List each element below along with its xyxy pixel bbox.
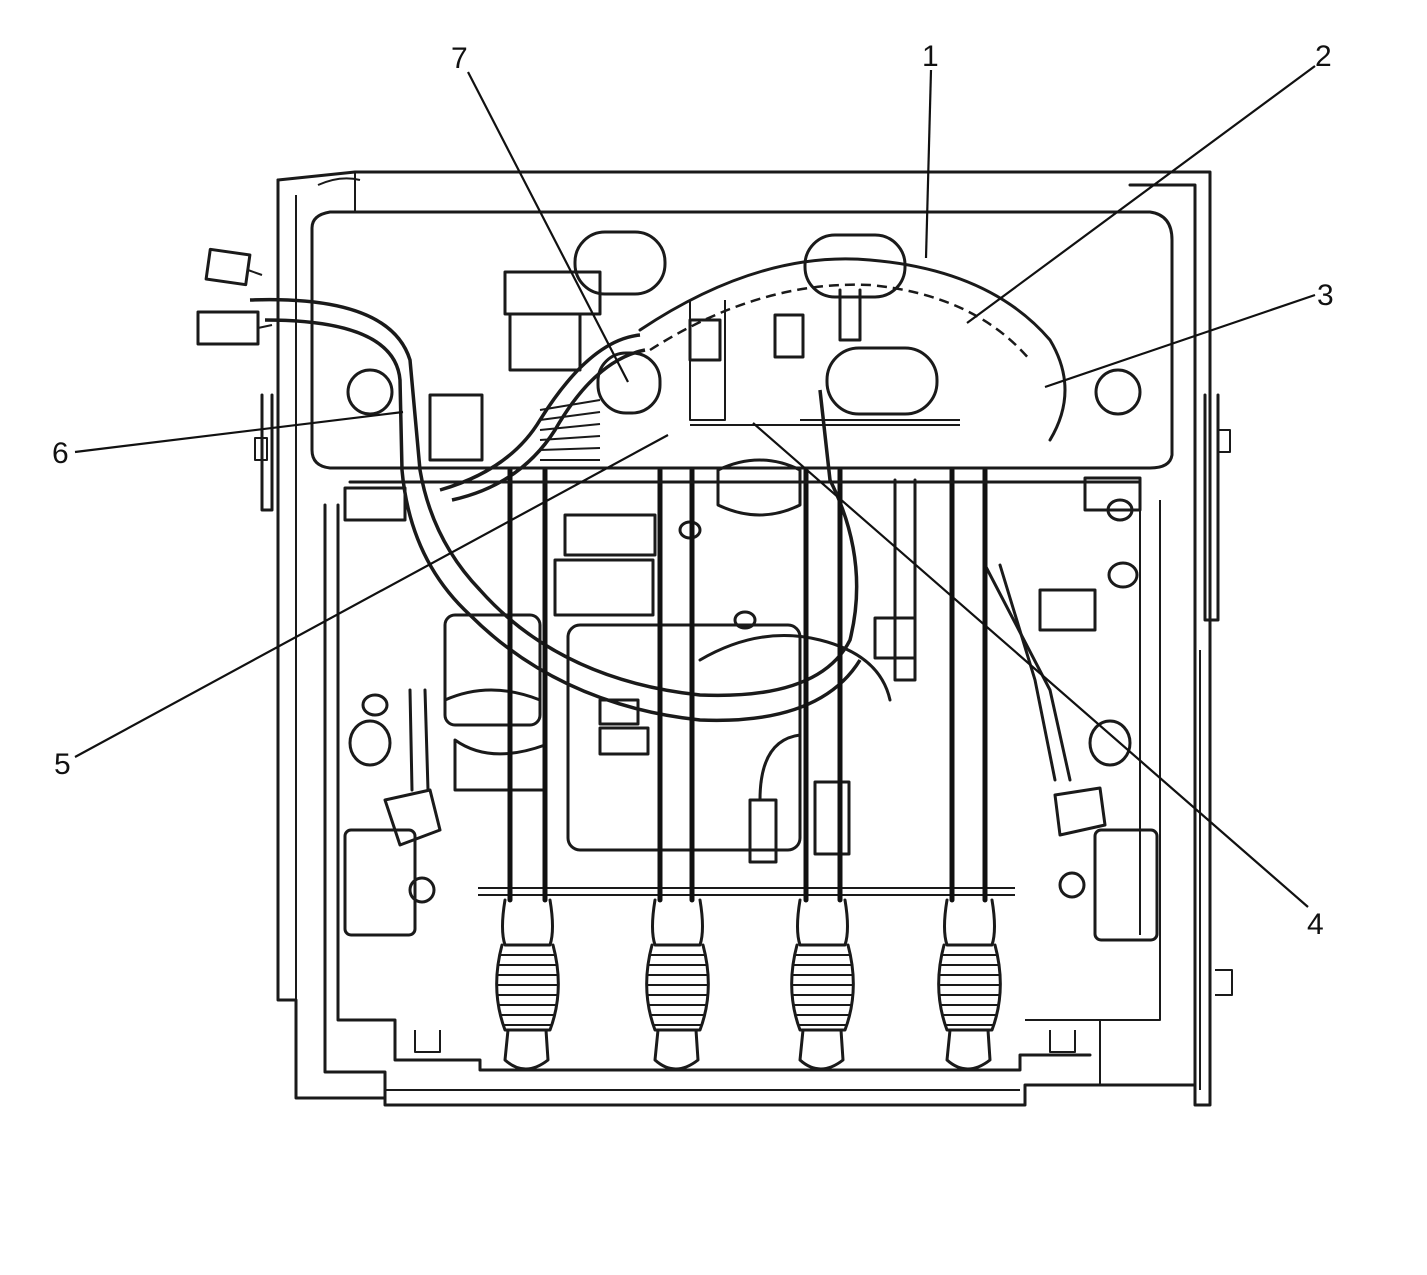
leader-line-5 — [74, 434, 669, 758]
cross-members — [343, 288, 1142, 682]
callout-5: 5 — [54, 748, 71, 781]
callout-7: 7 — [451, 42, 468, 75]
bellows-1 — [495, 898, 560, 1071]
leader-line-6 — [74, 410, 404, 454]
bellows-4 — [937, 898, 1002, 1071]
callout-4: 4 — [1307, 908, 1324, 941]
callout-6: 6 — [52, 437, 69, 470]
bellows-3 — [790, 898, 855, 1071]
callouts: 1 2 3 4 5 6 7 — [52, 40, 1334, 941]
leader-line-7 — [467, 71, 629, 383]
callout-1: 1 — [922, 40, 939, 73]
leader-line-4 — [752, 422, 1309, 908]
seat-frame — [276, 170, 1212, 1107]
wiring-harness — [196, 247, 1072, 792]
drive-cables — [478, 467, 1015, 1071]
adjuster-motors — [343, 613, 1159, 942]
callout-2: 2 — [1315, 40, 1332, 73]
callout-3: 3 — [1317, 279, 1334, 312]
leader-line-3 — [1044, 293, 1316, 389]
leader-line-1 — [924, 69, 933, 259]
leader-lines — [74, 65, 1316, 908]
control-module — [428, 270, 1097, 864]
bellows-2 — [645, 898, 710, 1071]
leader-line-2 — [966, 65, 1316, 324]
side-rails — [254, 393, 1233, 1090]
